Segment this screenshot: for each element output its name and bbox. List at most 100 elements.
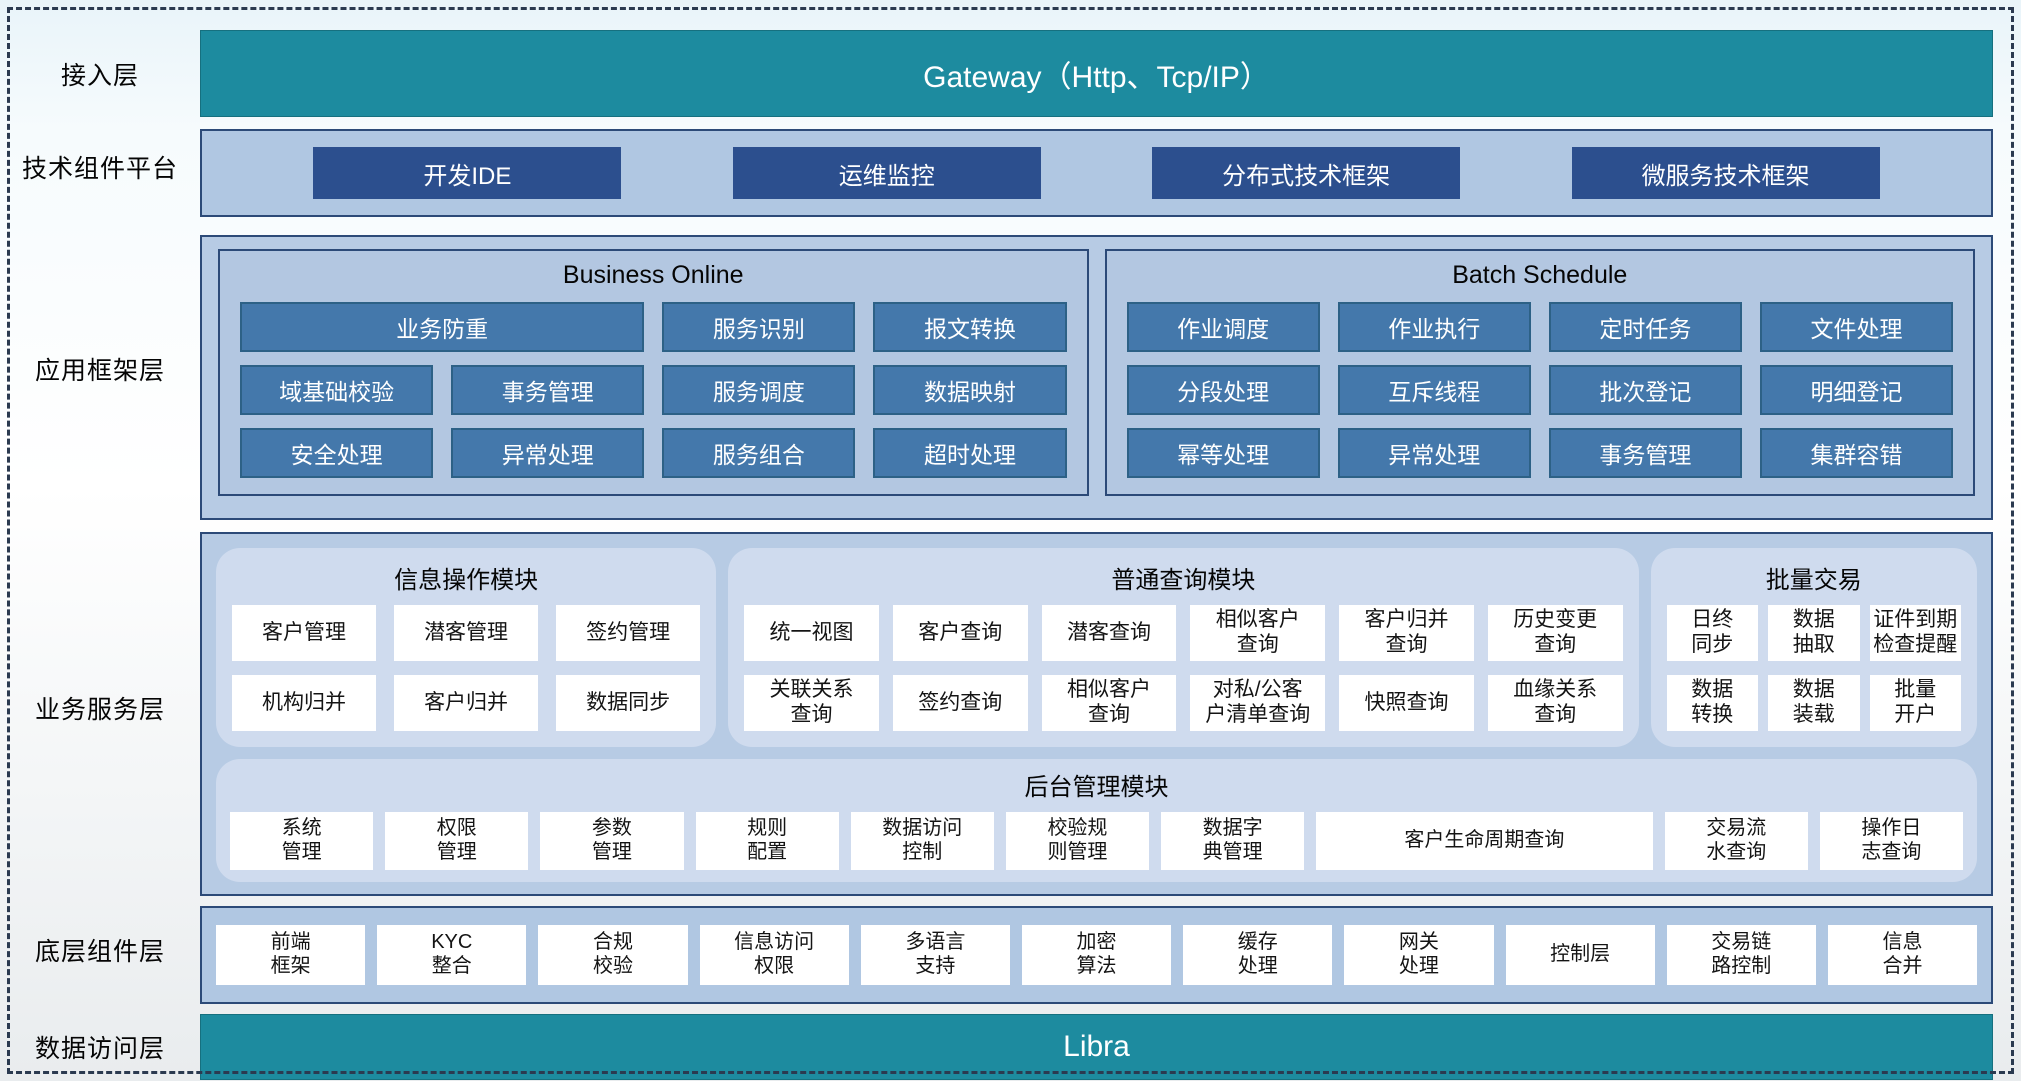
base-component-button: 控制层 — [1505, 925, 1655, 985]
base-components-band: 前端 框架 KYC 整合 合规 校验 信息访问 权限 多语言 支持 加密 算法 … — [200, 906, 1993, 1004]
common-query-button: 相似客户 查询 — [1190, 605, 1326, 661]
batch-schedule-button: 作业调度 — [1126, 302, 1320, 352]
common-query-button: 相似客户 查询 — [1041, 675, 1177, 731]
base-component-button: KYC 整合 — [377, 925, 527, 985]
batch-schedule-button: 作业执行 — [1337, 302, 1531, 352]
admin-button: 数据字 典管理 — [1161, 812, 1305, 870]
admin-button: 数据访问 控制 — [850, 812, 994, 870]
batch-schedule-button: 定时任务 — [1548, 302, 1742, 352]
common-query-button: 潜客查询 — [1041, 605, 1177, 661]
admin-button: 客户生命周期查询 — [1316, 812, 1653, 870]
batch-schedule-button: 明细登记 — [1759, 365, 1953, 415]
batch-trade-button: 证件到期 检查提醒 — [1869, 605, 1961, 661]
admin-title: 后台管理模块 — [1024, 774, 1169, 801]
base-component-button: 加密 算法 — [1021, 925, 1172, 985]
batch-schedule-button: 异常处理 — [1337, 428, 1531, 478]
layer-base-components: 底层组件层 前端 框架 KYC 整合 合规 校验 信息访问 权限 多语言 支持 … — [0, 896, 1993, 1004]
common-query-button: 统一视图 — [744, 605, 879, 661]
info-ops-button: 客户归并 — [394, 675, 539, 731]
batch-trade-button: 日终 同步 — [1666, 605, 1759, 661]
info-ops-button: 潜客管理 — [394, 605, 539, 661]
base-component-button: 合规 校验 — [538, 925, 688, 985]
admin-button: 交易流 水查询 — [1664, 812, 1808, 870]
batch-schedule-button: 分段处理 — [1126, 365, 1320, 415]
gateway-bar-text: Gateway（Http、Tcp/IP） — [923, 60, 1270, 94]
admin-button: 参数 管理 — [540, 812, 684, 870]
layer-app-framework: 应用框架层 Business Online 业务防重 服务识别 报文转换 域基础… — [0, 217, 1993, 520]
common-query-button: 对私/公客 户清单查询 — [1190, 675, 1326, 731]
layer-business-service: 业务服务层 信息操作模块 客户管理 潜客管理 签约管理 机构归并 客户归并 数据… — [0, 520, 1993, 896]
common-query-button: 签约查询 — [892, 675, 1028, 731]
batch-schedule-button: 集群容错 — [1759, 428, 1953, 478]
layer-label-base-components: 底层组件层 — [34, 938, 165, 966]
admin-module: 后台管理模块 系统 管理 权限 管理 参数 管理 规则 配置 数据访问 控制 校… — [216, 759, 1977, 882]
info-ops-button: 机构归并 — [232, 675, 377, 731]
business-online-button: 域基础校验 — [240, 365, 434, 415]
layer-data-access: 数据访问层 Libra — [0, 1014, 1993, 1080]
business-online-panel: Business Online 业务防重 服务识别 报文转换 域基础校验 事务管… — [218, 249, 1089, 496]
admin-button: 权限 管理 — [385, 812, 529, 870]
batch-trade-button: 数据 装载 — [1768, 675, 1860, 731]
batch-trade-button: 数据 抽取 — [1768, 605, 1860, 661]
batch-schedule-panel: Batch Schedule 作业调度 作业执行 定时任务 文件处理 分段处理 … — [1104, 249, 1975, 496]
admin-button: 系统 管理 — [230, 812, 374, 870]
info-ops-button: 签约管理 — [556, 605, 701, 661]
batch-trade-title: 批量交易 — [1765, 567, 1862, 594]
business-online-button: 事务管理 — [451, 365, 645, 415]
layer-label-business-service: 业务服务层 — [34, 696, 165, 724]
tech-platform-band: 开发IDE 运维监控 分布式技术框架 微服务技术框架 — [200, 129, 1993, 217]
layer-label-access: 接入层 — [60, 61, 139, 90]
info-ops-button: 客户管理 — [232, 605, 377, 661]
base-component-button: 多语言 支持 — [860, 925, 1010, 985]
common-query-button: 客户查询 — [892, 605, 1028, 661]
business-service-box: 信息操作模块 客户管理 潜客管理 签约管理 机构归并 客户归并 数据同步 普通查… — [200, 532, 1993, 896]
common-query-title: 普通查询模块 — [1111, 567, 1256, 594]
business-online-button: 报文转换 — [873, 302, 1067, 352]
business-online-button: 异常处理 — [451, 428, 645, 478]
common-query-button: 快照查询 — [1339, 675, 1474, 731]
business-online-title: Business Online — [562, 261, 744, 289]
info-ops-title: 信息操作模块 — [394, 567, 539, 594]
batch-schedule-button: 幂等处理 — [1126, 428, 1320, 478]
batch-trade-button: 批量 开户 — [1869, 675, 1961, 731]
layer-label-tech-platform: 技术组件平台 — [21, 155, 178, 183]
batch-schedule-button: 批次登记 — [1548, 365, 1742, 415]
gateway-bar: Gateway（Http、Tcp/IP） — [200, 30, 1993, 117]
common-query-module: 普通查询模块 统一视图 客户查询 潜客查询 相似客户 查询 客户归并 查询 历史… — [728, 548, 1639, 747]
common-query-button: 客户归并 查询 — [1339, 605, 1474, 661]
admin-button: 操作日 志查询 — [1819, 812, 1963, 870]
business-online-button: 服务组合 — [662, 428, 856, 478]
admin-button: 规则 配置 — [695, 812, 839, 870]
libra-bar-text: Libra — [1063, 1030, 1130, 1063]
tech-button: 微服务技术框架 — [1571, 147, 1880, 199]
tech-button: 开发IDE — [313, 147, 622, 199]
batch-trade-button: 数据 转换 — [1666, 675, 1759, 731]
base-component-button: 信息访问 权限 — [699, 925, 849, 985]
business-online-button: 业务防重 — [240, 302, 645, 352]
libra-bar: Libra — [200, 1014, 1993, 1080]
business-online-button: 服务调度 — [662, 365, 856, 415]
admin-button: 校验规 则管理 — [1005, 812, 1150, 870]
tech-button: 分布式技术框架 — [1152, 147, 1461, 199]
common-query-button: 历史变更 查询 — [1487, 605, 1623, 661]
batch-schedule-button: 互斥线程 — [1337, 365, 1531, 415]
batch-schedule-button: 文件处理 — [1759, 302, 1953, 352]
layer-label-app-framework: 应用框架层 — [34, 356, 165, 385]
base-component-button: 缓存 处理 — [1183, 925, 1333, 985]
business-online-button: 服务识别 — [662, 302, 856, 352]
base-component-button: 网关 处理 — [1344, 925, 1494, 985]
layer-tech-platform: 技术组件平台 开发IDE 运维监控 分布式技术框架 微服务技术框架 — [0, 117, 1993, 217]
business-online-button: 安全处理 — [240, 428, 434, 478]
base-component-button: 交易链 路控制 — [1666, 925, 1816, 985]
base-component-button: 前端 框架 — [216, 925, 366, 985]
layer-label-data-access: 数据访问层 — [34, 1035, 165, 1063]
batch-trade-module: 批量交易 日终 同步 数据 抽取 证件到期 检查提醒 数据 转换 数据 装载 批… — [1650, 548, 1977, 747]
info-ops-module: 信息操作模块 客户管理 潜客管理 签约管理 机构归并 客户归并 数据同步 — [216, 548, 717, 747]
layer-access: 接入层 Gateway（Http、Tcp/IP） — [0, 30, 1993, 117]
base-component-button: 信息 合并 — [1827, 925, 1978, 985]
business-online-button: 数据映射 — [873, 365, 1067, 415]
batch-schedule-title: Batch Schedule — [1452, 261, 1628, 289]
business-online-button: 超时处理 — [873, 428, 1067, 478]
common-query-button: 关联关系 查询 — [744, 675, 879, 731]
